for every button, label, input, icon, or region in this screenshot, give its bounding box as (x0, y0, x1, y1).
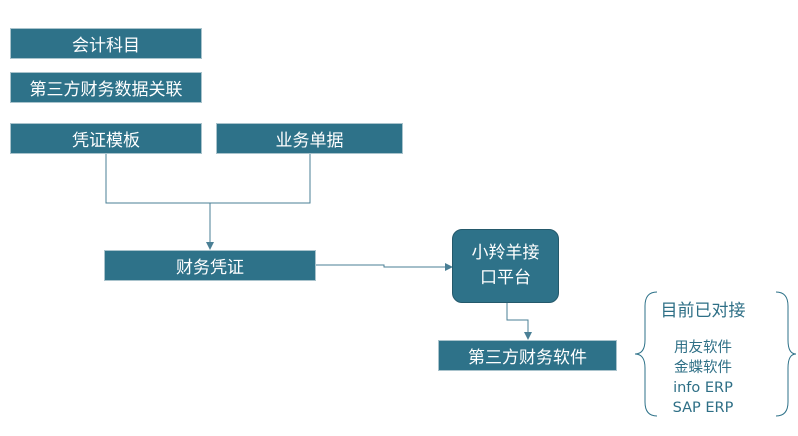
supported-item: info ERP (673, 380, 733, 396)
connector-business-document (210, 154, 311, 204)
arrow-to-platform (316, 263, 453, 271)
business-document-box: 业务单据 (216, 123, 403, 154)
accounting-subject-label: 会计科目 (72, 36, 140, 56)
business-document-label: 业务单据 (275, 131, 344, 151)
accounting-subject-box: 会计科目 (10, 28, 202, 59)
left-brace (634, 291, 658, 417)
third-party-finance-link-label: 第三方财务数据关联 (29, 80, 183, 100)
supported-item: 用友软件 (674, 340, 732, 356)
platform-box: 小羚羊接 口平台 (452, 229, 559, 303)
finance-voucher-box: 财务凭证 (104, 250, 316, 281)
arrow-to-finance-software (506, 302, 532, 340)
third-party-finance-link-box: 第三方财务数据关联 (10, 72, 202, 103)
platform-label-line2: 口平台 (480, 268, 531, 288)
supported-list: 用友软件 金蝶软件 info ERP SAP ERP (648, 338, 758, 418)
third-party-finance-software-label: 第三方财务软件 (468, 348, 587, 368)
connector-voucher-template (105, 154, 210, 204)
right-brace (775, 291, 797, 417)
third-party-finance-software-box: 第三方财务软件 (438, 340, 617, 371)
voucher-template-box: 凭证模板 (10, 123, 202, 154)
supported-title: 目前已对接 (660, 301, 746, 321)
finance-voucher-label: 财务凭证 (176, 258, 244, 278)
supported-item: SAP ERP (672, 400, 734, 416)
supported-item: 金蝶软件 (674, 360, 732, 376)
platform-label-line1: 小羚羊接 (471, 243, 540, 263)
voucher-template-label: 凭证模板 (72, 131, 140, 151)
